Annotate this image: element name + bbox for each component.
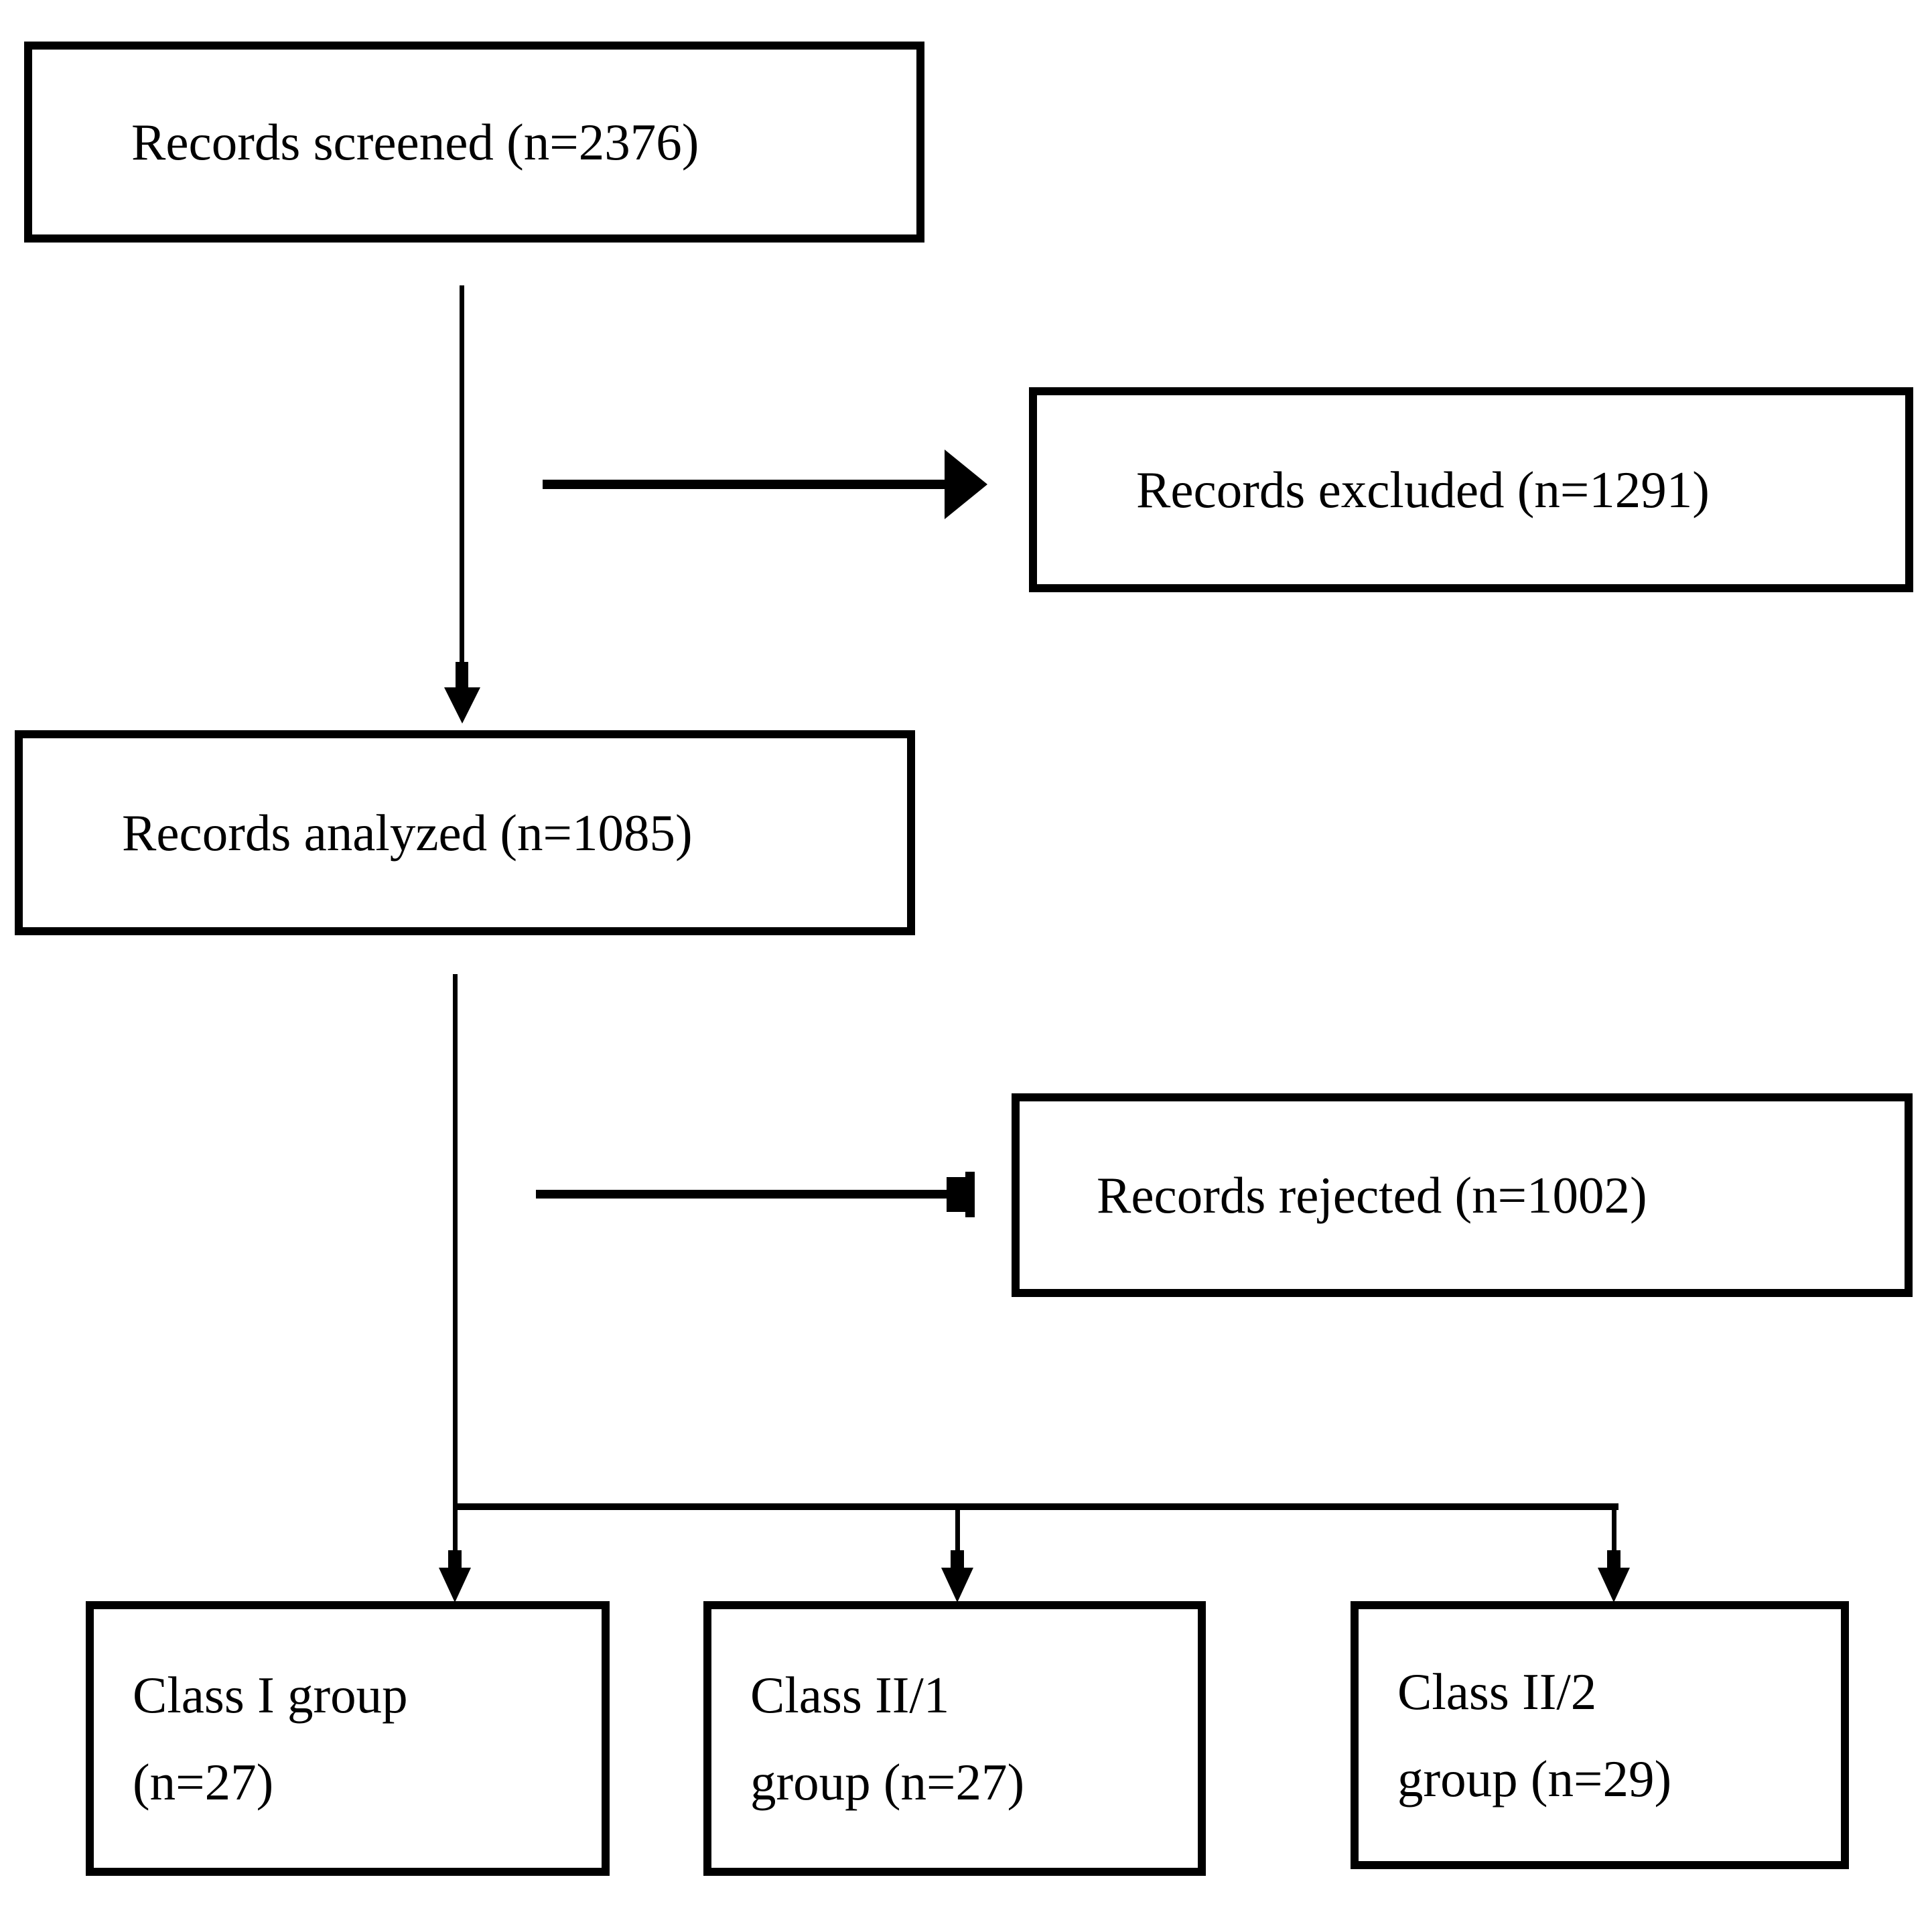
box-records-screened: Records screened (n=2376) (24, 42, 924, 243)
class-i-group-line1: Class I group (133, 1666, 408, 1724)
arrow-right-icon (947, 1177, 967, 1212)
connector-analyzed-to-groups-line (453, 974, 458, 1510)
arrow-down-icon (1598, 1568, 1630, 1602)
records-analyzed-label: Records analyzed (n=1085) (122, 803, 693, 862)
class-ii-2-group-line2: group (n=29) (1397, 1750, 1672, 1807)
arrow-down-icon (444, 687, 480, 724)
box-class-ii-2-group: Class II/2 group (n=29) (1351, 1601, 1849, 1869)
arrow-right-icon (965, 1172, 975, 1217)
branch-distribution-line (453, 1503, 1618, 1510)
class-i-group-line2: (n=27) (133, 1753, 274, 1811)
records-rejected-label: Records rejected (n=1002) (1097, 1166, 1647, 1224)
connector-to-rejected-line (536, 1190, 948, 1199)
connector-to-class-ii-2-line (1612, 1510, 1616, 1553)
arrow-down-icon (439, 1568, 471, 1602)
box-records-excluded: Records excluded (n=1291) (1029, 387, 1913, 592)
records-screened-label: Records screened (n=2376) (131, 113, 699, 171)
records-excluded-label: Records excluded (n=1291) (1136, 460, 1710, 519)
box-records-rejected: Records rejected (n=1002) (1012, 1093, 1913, 1297)
arrow-down-icon (941, 1568, 973, 1602)
arrow-down-icon (456, 662, 468, 690)
arrow-right-icon (945, 450, 987, 519)
connector-to-class-i-line (453, 1509, 458, 1553)
connector-to-class-ii-1-line (955, 1510, 960, 1553)
arrow-down-icon (448, 1550, 462, 1570)
box-class-ii-1-group: Class II/1 group (n=27) (703, 1601, 1206, 1876)
box-records-analyzed: Records analyzed (n=1085) (15, 730, 915, 935)
box-class-i-group: Class I group (n=27) (86, 1601, 610, 1876)
arrow-down-icon (951, 1550, 964, 1570)
connector-screened-to-analyzed-line (460, 285, 464, 665)
class-ii-1-group-line2: group (n=27) (750, 1753, 1025, 1811)
arrow-down-icon (1607, 1550, 1620, 1570)
class-ii-1-group-line1: Class II/1 (750, 1666, 950, 1724)
connector-to-excluded-line (543, 480, 945, 489)
class-ii-2-group-line1: Class II/2 (1397, 1663, 1597, 1720)
